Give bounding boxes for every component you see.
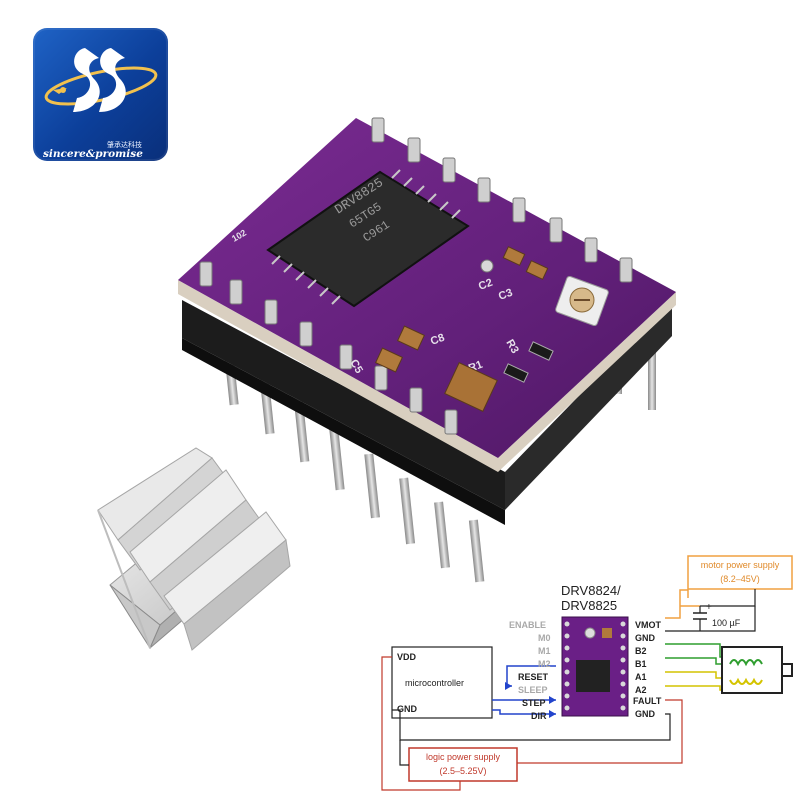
logic-supply-wire [517, 699, 683, 764]
vmot-wire [665, 589, 689, 619]
motor-supply-line1: motor power supply [700, 560, 780, 570]
pin-reset: RESET [518, 672, 549, 682]
pin-enable: ENABLE [509, 620, 547, 630]
ground-wire [392, 709, 671, 741]
dir-wire [492, 709, 556, 715]
logo-brand-text: sincere&promise [43, 148, 143, 160]
pin-b2: B2 [635, 646, 647, 656]
vdd-wire [381, 656, 461, 791]
brand-mark-icon [44, 48, 158, 112]
pin-gnd-top: GND [635, 633, 655, 643]
driver-chip: DRV8825 65TG5 C961 [266, 169, 470, 308]
microcontroller-box [391, 646, 493, 719]
silk-c8: C8 [429, 332, 446, 348]
chip-title-line1: DRV8824/ [561, 583, 621, 598]
pin-b1: B1 [635, 659, 647, 669]
logic-supply-line2: (2.5–5.25V) [439, 766, 487, 776]
capacitor-value: 100 µF [712, 618, 741, 628]
mini-driver-board [561, 616, 629, 717]
b2-wire [665, 643, 722, 658]
pin-m2: M2 [538, 659, 551, 669]
a1-wire [665, 671, 722, 679]
capacitor-polarity: + [706, 602, 712, 613]
pin-vmot: VMOT [635, 620, 661, 630]
pin-a1: A1 [635, 672, 647, 682]
logic-supply-line1: logic power supply [425, 752, 501, 762]
header-strip [182, 300, 672, 525]
motor-supply-box [687, 555, 793, 590]
mcu-gnd: GND [397, 704, 417, 714]
pin-sleep: SLEEP [518, 685, 548, 695]
pin-dir: DIR [531, 711, 547, 721]
a2-wire [665, 685, 722, 691]
header-pins-front [223, 340, 656, 583]
silk-c2: C2 [477, 277, 494, 293]
pin-fault: FAULT [633, 696, 662, 706]
chip-title-line2: DRV8825 [561, 598, 618, 613]
silk-c3: C3 [497, 287, 514, 303]
pin-a2: A2 [635, 685, 647, 695]
stepper-motor-icon [721, 646, 793, 694]
mcu-label: microcontroller [405, 678, 465, 688]
brand-logo: 肇承达科技 sincere&promise [33, 28, 168, 161]
motor-supply-line2: (8.2–45V) [720, 574, 760, 584]
pin-m0: M0 [538, 633, 551, 643]
pin-step: STEP [522, 698, 546, 708]
logo-chinese-text: 肇承达科技 [107, 141, 142, 149]
pin-m1: M1 [538, 646, 551, 656]
mcu-vdd: VDD [397, 652, 417, 662]
smd-components [374, 246, 609, 412]
heatsink [97, 447, 291, 651]
pcb-board [178, 118, 676, 458]
pin-gnd-bottom: GND [635, 709, 655, 719]
b1-wire [665, 657, 722, 665]
header-pins-top [199, 117, 633, 435]
